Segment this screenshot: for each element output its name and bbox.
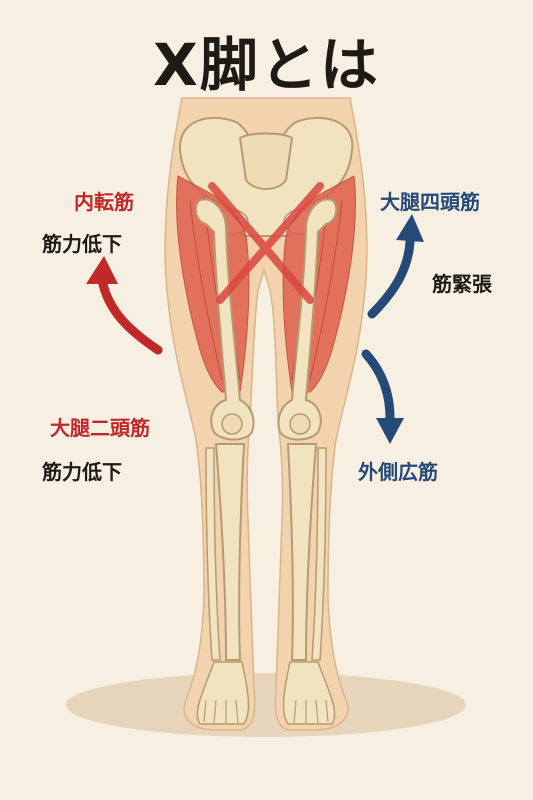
adductor-status-label: 筋力低下 xyxy=(42,232,122,256)
right-patella xyxy=(289,413,311,435)
left-foot-bones xyxy=(196,661,250,725)
page-title: X脚とは xyxy=(153,31,380,99)
vastus-lateralis-label: 外側広筋 xyxy=(358,460,438,484)
left-patella xyxy=(221,413,243,435)
tense-arrow-up-right xyxy=(367,214,424,319)
floor-shadow xyxy=(66,673,466,737)
left-toes xyxy=(203,699,239,725)
adductor-label: 内転筋 xyxy=(74,190,134,214)
biceps-femoris-label: 大腿二頭筋 xyxy=(50,416,150,440)
weak-arrow-up-left xyxy=(86,256,163,355)
right-tibia xyxy=(286,443,318,661)
right-femur xyxy=(277,198,338,441)
right-toes xyxy=(293,699,329,725)
left-fibula xyxy=(205,447,221,661)
left-femur xyxy=(194,198,255,441)
tense-arrow-down-right xyxy=(361,349,404,444)
sacrum-bone xyxy=(238,132,294,190)
left-tibia xyxy=(214,443,246,661)
quadriceps-label: 大腿四頭筋 xyxy=(380,190,480,214)
quadriceps-status-label: 筋緊張 xyxy=(432,272,492,296)
right-fibula xyxy=(311,447,327,661)
biceps-femoris-status-label: 筋力低下 xyxy=(42,460,122,484)
red-x-mark xyxy=(208,182,324,304)
right-foot-bones xyxy=(282,661,336,725)
